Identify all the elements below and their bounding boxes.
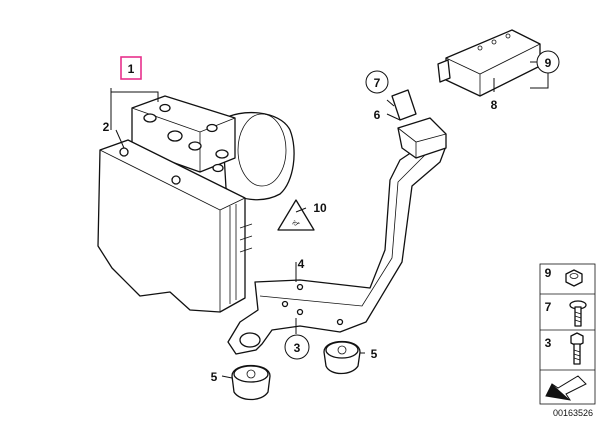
callout-1: 1 — [120, 56, 142, 80]
callout-7-text: 7 — [374, 76, 381, 90]
svg-text:🙚: 🙚 — [292, 219, 300, 228]
callout-3-text: 3 — [294, 341, 301, 355]
sensor-connector — [397, 117, 447, 159]
warning-label-icon: 🙚 — [277, 199, 315, 231]
callout-6: 6 — [374, 108, 381, 122]
legend-3-label: 3 — [545, 336, 552, 350]
callout-10: 10 — [313, 201, 327, 215]
callout-1-text: 1 — [128, 62, 135, 76]
sleeve-part — [391, 89, 417, 121]
legend-7-label: 7 — [545, 300, 552, 314]
callout-9: 9 — [536, 50, 560, 74]
direction-arrow-icon — [545, 375, 587, 401]
mounting-bracket — [227, 139, 447, 355]
nut-icon — [565, 269, 583, 287]
callout-3: 3 — [284, 334, 310, 360]
collar-screw-icon — [569, 300, 587, 327]
callout-4: 4 — [298, 257, 305, 271]
callout-5-right: 5 — [371, 347, 378, 361]
callout-5-left: 5 — [211, 370, 218, 384]
callout-8: 8 — [491, 98, 498, 112]
legend-9-label: 9 — [545, 266, 552, 280]
callout-7: 7 — [365, 70, 389, 94]
yaw-rate-sensor — [437, 29, 541, 97]
hex-bolt-icon — [570, 332, 584, 365]
callout-9-text: 9 — [545, 56, 552, 70]
rubber-mount-left — [231, 364, 271, 401]
leader-lines — [110, 61, 549, 379]
legend-panel: 9 7 3 — [539, 263, 596, 405]
callout-2: 2 — [103, 120, 110, 134]
abs-hydraulic-unit — [97, 95, 295, 313]
rubber-mount-right — [323, 340, 361, 375]
catalog-number: 00163526 — [553, 408, 593, 418]
